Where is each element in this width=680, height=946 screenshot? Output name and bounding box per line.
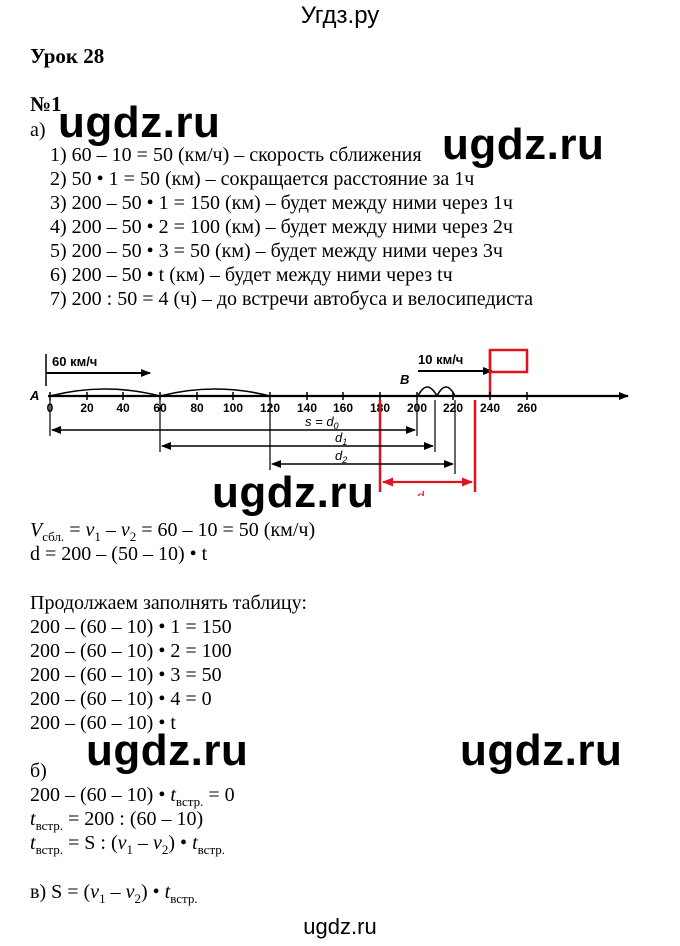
step-line: 1) 60 – 10 = 50 (км/ч) – скорость сближе… [50,144,422,166]
speed-a-label: 60 км/ч [52,354,97,369]
svg-text:d3: d3 [417,488,431,496]
part-b-label: б) [30,760,47,782]
formula-text: = 0 [203,784,235,806]
v1-symbol: v [117,832,127,854]
t-sub: встр. [175,794,204,809]
watermark: ugdz.ru [442,120,605,169]
distance-formula: d = 200 – (50 – 10) • t [30,543,208,565]
part-c-line: в) S = (v1 – v2) • tвстр. [30,880,198,911]
s-sub: 0 [334,421,339,431]
step-line: 4) 200 – 50 • 2 = 100 (км) – будет между… [50,216,513,238]
formula-text: 200 – (60 – 10) • [30,784,171,806]
v1-symbol: v [90,881,100,903]
d1-label: d [335,430,343,445]
watermark: ugdz.ru [212,468,375,517]
step-line: 3) 200 – 50 • 1 = 150 (км) – будет между… [50,192,513,214]
formula-text: – [105,881,126,903]
tick-label: 220 [443,401,463,415]
formula-text: в) S = ( [30,881,91,903]
part-b-line2: tвстр. = 200 : (60 – 10) [30,807,203,838]
v1-sub: 1 [126,842,134,857]
d1-sub: 1 [342,437,347,447]
t-sub: встр. [35,818,63,833]
tick-label: 80 [190,401,204,415]
tick-label: 160 [333,401,353,415]
d3-label: d [417,488,425,496]
t-sub: встр. [197,842,226,857]
v2-sub: 2 [129,529,137,544]
t-sub: встр. [170,891,198,906]
step-line: 2) 50 • 1 = 50 (км) – сокращается рассто… [50,168,475,190]
v2-symbol: v [153,832,162,854]
table-row: 200 – (60 – 10) • 3 = 50 [30,664,222,686]
formula-text: = 60 – 10 = 50 (км/ч) [136,519,316,541]
t-symbol: t [30,808,36,830]
tick-label: 40 [116,401,130,415]
axis-ticks [49,392,528,400]
table-row: 200 – (60 – 10) • t [30,712,176,734]
s-label: s = d [305,414,334,429]
formula-text: ) • [168,832,193,854]
formula-text: = S : ( [62,832,118,854]
t-symbol: t [164,881,171,903]
tick-label: 100 [223,401,243,415]
tick-label: 140 [297,401,317,415]
tick-label: 240 [480,401,500,415]
formula-text: = [64,519,86,541]
point-a-label: A [29,388,39,403]
part-b-line1: 200 – (60 – 10) • tвстр. = 0 [30,783,235,814]
v1-sub: 1 [99,891,106,906]
watermark: ugdz.ru [86,726,249,775]
step-line: 7) 200 : 50 = 4 (ч) – до встречи автобус… [50,288,533,310]
table-row: 200 – (60 – 10) • 2 = 100 [30,640,232,662]
d2-label: d [335,448,343,463]
relative-speed-formula: Vсбл. = v1 – v2 = 60 – 10 = 50 (км/ч) [30,518,315,549]
v-symbol: V [30,519,43,541]
table-row: 200 – (60 – 10) • 1 = 150 [30,616,232,638]
d2-sub: 2 [341,455,347,465]
step-line: 5) 200 – 50 • 3 = 50 (км) – будет между … [50,240,503,262]
t-symbol: t [30,832,36,854]
svg-text:s = d0: s = d0 [305,414,339,431]
task-number: №1 [30,92,62,116]
formula-text: = 200 : (60 – 10) [62,808,204,830]
motion-diagram: 60 км/ч 10 км/ч A B 0 20 40 60 80 [29,348,629,496]
v1-symbol: v [85,519,95,541]
tick-label: 260 [517,401,537,415]
svg-text:d1: d1 [335,430,347,447]
formula-text: ) • [140,881,165,903]
part-a-label: а) [30,119,46,141]
t-symbol: t [170,784,176,806]
table-row: 200 – (60 – 10) • 4 = 0 [30,688,212,710]
v1-sub: 1 [94,529,101,544]
site-footer: ugdz.ru [303,914,377,939]
site-title: Угдз.ру [300,2,380,29]
lesson-title: Урок 28 [30,44,105,68]
point-b-label: B [400,372,409,387]
svg-text:d2: d2 [335,448,347,465]
formula-text: – [133,832,153,854]
table-intro: Продолжаем заполнять таблицу: [30,592,307,614]
v2-symbol: v [120,519,130,541]
formula-text: – [100,519,121,541]
step-line: 6) 200 – 50 • t (км) – будет между ними … [50,264,453,286]
v2-sub: 2 [161,842,169,857]
v-sub: сбл. [42,529,65,544]
part-b-line3: tвстр. = S : (v1 – v2) • tвстр. [30,831,225,862]
watermark: ugdz.ru [460,726,623,775]
watermark: ugdz.ru [58,98,221,147]
v2-symbol: v [125,881,135,903]
tick-label: 20 [80,401,94,415]
t-symbol: t [192,832,198,854]
flag-icon [488,348,529,396]
t-sub: встр. [35,842,63,857]
speed-b-label: 10 км/ч [418,352,463,367]
v2-sub: 2 [134,891,141,906]
